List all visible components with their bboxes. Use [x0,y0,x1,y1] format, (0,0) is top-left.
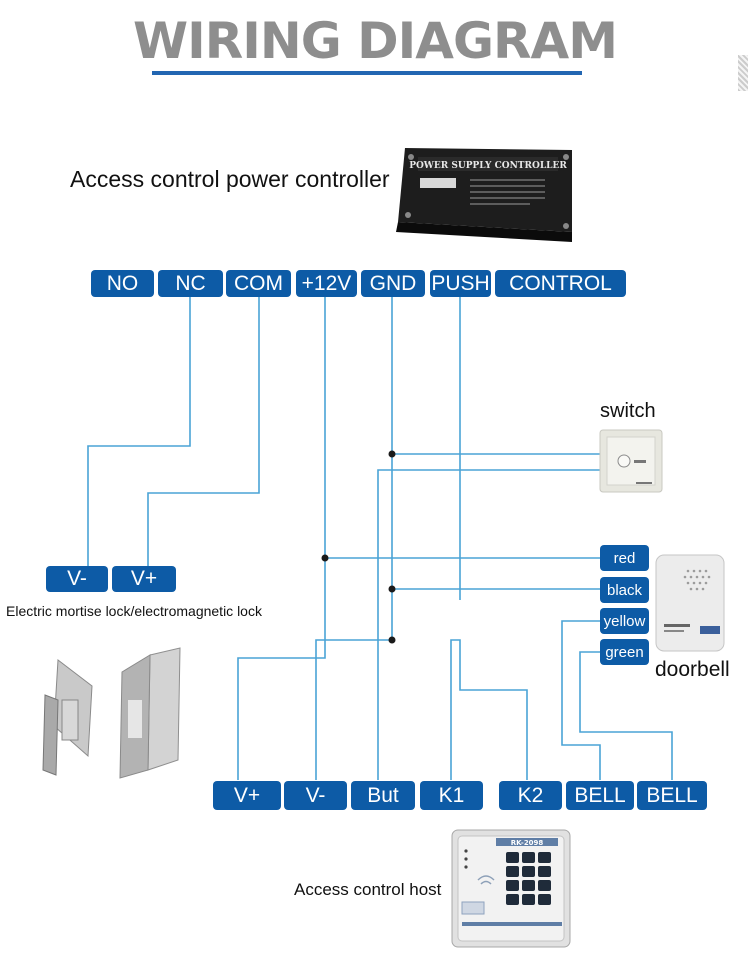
host-terminal-bell-2: BELL [637,781,707,810]
lock-image [42,647,181,779]
access-host-label: Access control host [294,880,442,899]
wire-label-black: black [600,577,649,603]
terminal-control: CONTROL [495,270,626,297]
wire-k1-k2 [450,639,528,780]
junction-dot [321,554,329,562]
terminal-push: PUSH [430,270,491,297]
wire-green-bell [579,651,673,780]
switch-label: switch [600,400,656,422]
host-terminal-v-minus: V- [284,781,347,810]
wire-label-yellow: yellow [600,608,649,634]
host-terminal-bell-1: BELL [566,781,634,810]
wire-12v [324,297,600,559]
host-terminal-k2: K2 [499,781,562,810]
scroll-indicator [738,55,748,91]
doorbell-image [655,554,725,652]
host-terminal-but: But [351,781,415,810]
lock-terminal-v-plus: V+ [112,566,176,592]
wire-label-green: green [600,639,649,665]
power-controller-text: POWER SUPPLY CONTROLLER [409,161,567,171]
host-terminal-k1: K1 [420,781,483,810]
wire-nc-lock [87,297,191,566]
wire-12v-host [237,558,326,780]
terminal-com: COM [226,270,291,297]
host-terminal-v-plus: V+ [213,781,281,810]
wire-com-lock [147,297,260,566]
lock-label: Electric mortise lock/electromagnetic lo… [6,603,262,619]
terminal-12v: +12V [296,270,357,297]
wire-yellow-bell [561,620,601,780]
terminal-gnd: GND [361,270,425,297]
switch-image [599,429,663,493]
doorbell-label: doorbell [655,658,730,681]
terminal-no: NO [91,270,154,297]
power-controller-image: POWER SUPPLY CONTROLLER [396,148,572,242]
access-host-image: RK-2098 [451,829,571,948]
junction-dot [388,585,396,593]
wire-switch-but [377,469,600,780]
junction-dot [388,636,396,644]
diagram-title: WIRING DIAGRAM [133,12,618,70]
power-controller-label: Access control power controller [70,166,390,192]
title-underline [152,71,582,75]
wire-gnd [315,297,393,780]
junction-dot [388,450,396,458]
host-device-text: RK-2098 [511,839,544,847]
lock-terminal-v-minus: V- [46,566,108,592]
wire-label-red: red [600,545,649,571]
terminal-nc: NC [158,270,223,297]
